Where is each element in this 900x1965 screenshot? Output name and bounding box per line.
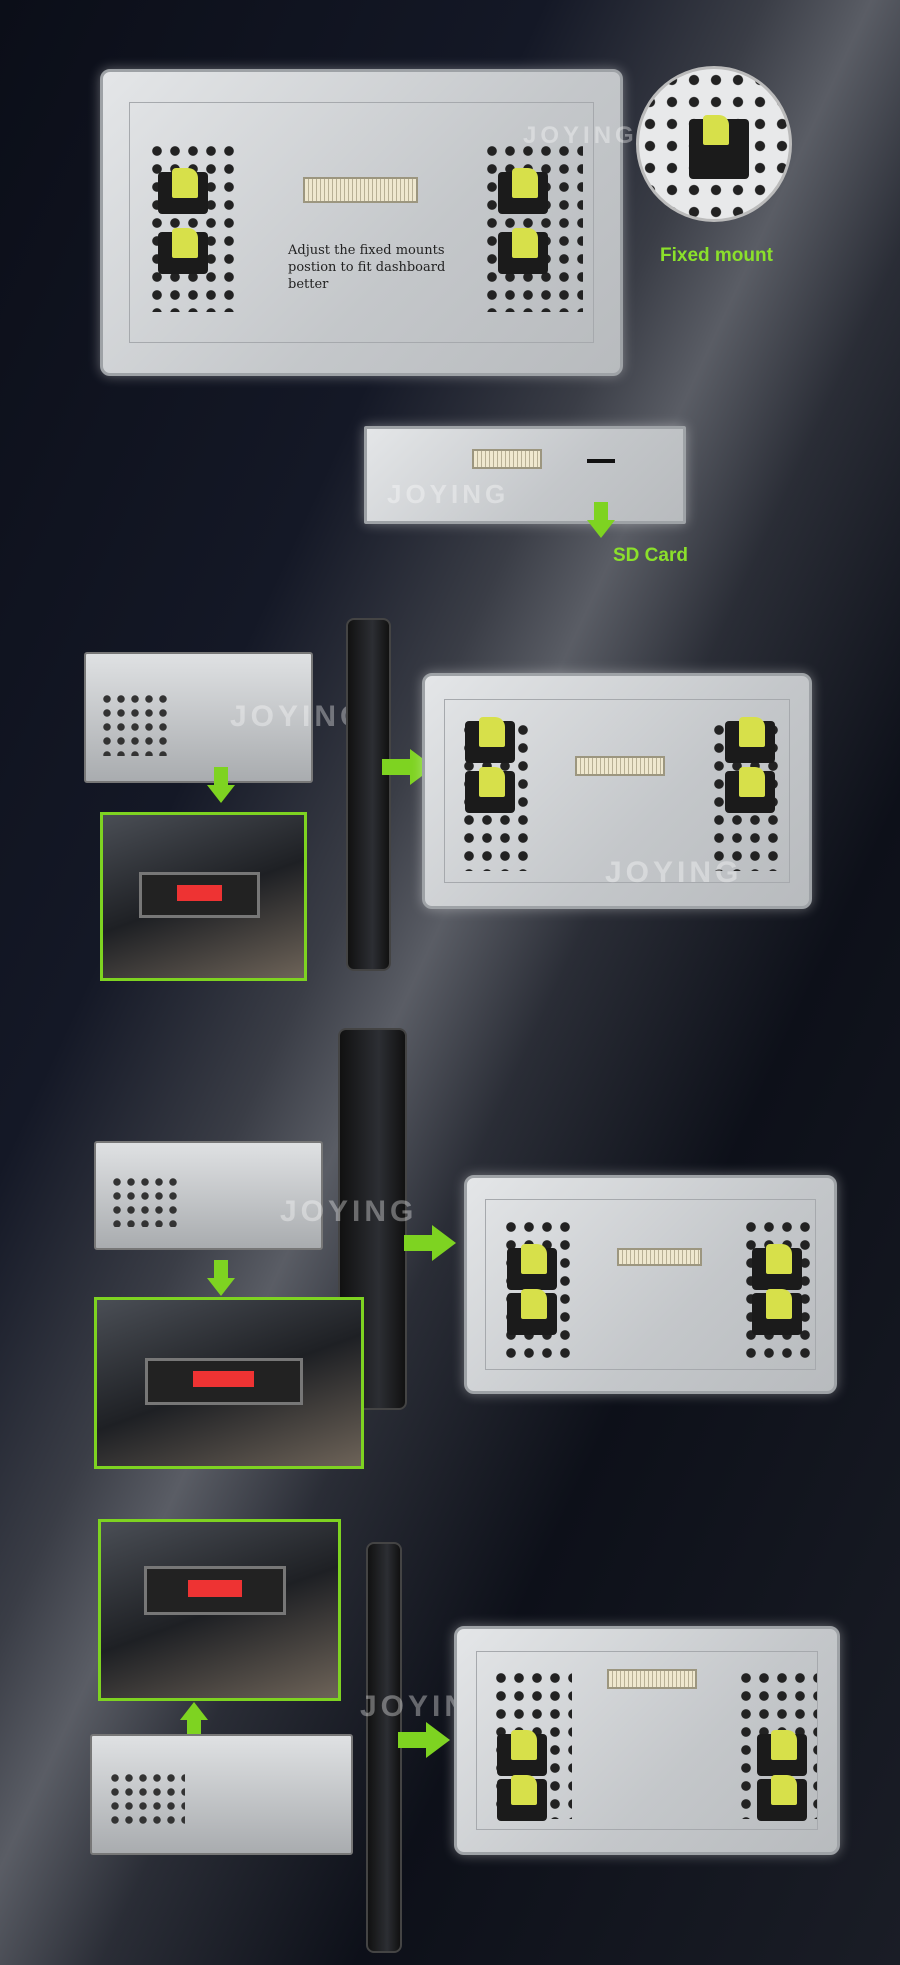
fixed-mount xyxy=(507,1289,557,1335)
wiring-connector xyxy=(303,177,418,203)
fixed-mount xyxy=(507,1244,557,1290)
fixed-mount-label: Fixed mount xyxy=(660,245,773,266)
sd-card-label: SD Card xyxy=(613,545,688,566)
side-view-sd-panel: JOYING xyxy=(364,426,686,524)
radio-in-dash xyxy=(139,872,260,918)
dashboard-photo xyxy=(100,812,307,981)
head-unit-side xyxy=(94,1141,323,1250)
fixed-mount xyxy=(497,1775,547,1821)
dashboard-photo xyxy=(98,1519,341,1701)
down-arrow xyxy=(207,1260,235,1296)
radio-in-dash xyxy=(144,1358,303,1405)
head-unit-side xyxy=(84,652,313,783)
sd-card-slot xyxy=(587,459,615,463)
fixed-mount xyxy=(498,168,548,214)
joying-watermark: JOYING xyxy=(387,479,510,509)
fixed-mount-zoom-circle xyxy=(636,66,792,222)
joying-watermark: JOYING xyxy=(280,1195,418,1228)
fixed-mount xyxy=(158,228,208,274)
wiring-connector xyxy=(472,449,542,469)
fixed-mount xyxy=(752,1289,802,1335)
dashboard-photo xyxy=(94,1297,364,1469)
hole-grid-left xyxy=(148,142,238,312)
wiring-connector xyxy=(617,1248,702,1266)
fixed-mount xyxy=(497,1730,547,1776)
joying-watermark: JOYING xyxy=(523,122,638,149)
adjust-note: Adjust the fixed mounts postion to fit d… xyxy=(288,243,446,292)
panel-frame xyxy=(128,102,595,343)
panel-frame xyxy=(485,1199,816,1370)
fixed-mount-closeup xyxy=(689,115,749,179)
down-arrow xyxy=(207,767,235,803)
panel-frame xyxy=(444,699,790,883)
right-arrow xyxy=(398,1722,450,1758)
fixed-mount xyxy=(757,1730,807,1776)
up-arrow xyxy=(180,1702,208,1736)
radio-in-dash xyxy=(143,1566,286,1616)
back-panel xyxy=(454,1626,840,1855)
joying-watermark: JOYING xyxy=(230,700,368,733)
fixed-mount xyxy=(465,717,515,763)
fixed-mount xyxy=(725,717,775,763)
right-arrow xyxy=(404,1225,456,1261)
fixed-mount xyxy=(465,767,515,813)
fixed-mount xyxy=(725,767,775,813)
hole-grid-right xyxy=(483,142,583,312)
panel-frame xyxy=(476,1651,818,1830)
fixed-mount xyxy=(498,228,548,274)
fixed-mount xyxy=(757,1775,807,1821)
back-panel-main: Adjust the fixed mounts postion to fit d… xyxy=(100,69,634,376)
joying-watermark: JOYING xyxy=(605,856,743,889)
wiring-connector xyxy=(575,756,665,776)
back-panel xyxy=(464,1175,837,1394)
screen-side-view xyxy=(346,618,391,971)
fixed-mount xyxy=(752,1244,802,1290)
wiring-connector xyxy=(607,1669,697,1689)
back-panel: JOYING xyxy=(422,673,812,909)
screen-side-view xyxy=(366,1542,402,1953)
head-unit-side xyxy=(90,1734,353,1855)
sd-arrow xyxy=(587,502,615,538)
fixed-mount xyxy=(158,168,208,214)
